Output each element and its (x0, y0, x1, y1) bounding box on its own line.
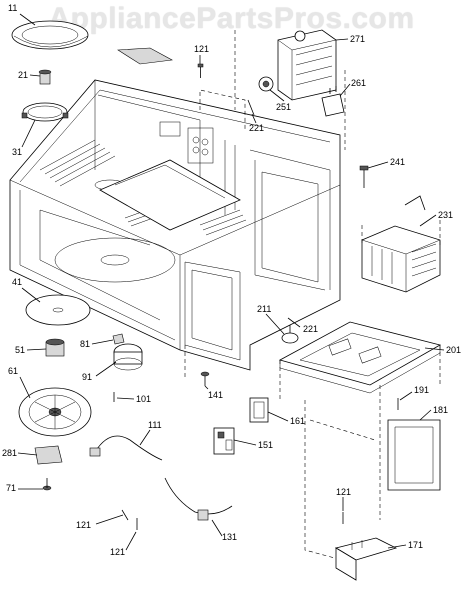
part-interlock-switch-151 (213, 427, 235, 455)
part-screw-141 (200, 371, 210, 386)
part-screw-241 (359, 165, 369, 188)
part-roller-guide (18, 387, 92, 437)
part-transformer (361, 195, 441, 293)
leader-line-31 (21, 119, 36, 148)
leader-line-171 (387, 544, 407, 549)
part-label-231: 231 (438, 210, 453, 220)
part-label-221a: 221 (249, 123, 264, 133)
leader-line-121d (125, 531, 137, 551)
part-connector-111 (89, 447, 101, 457)
part-bracket-281 (34, 445, 63, 465)
part-turntable-shaft (45, 338, 65, 357)
part-screw-221-top (247, 99, 255, 116)
leader-line-141 (204, 385, 209, 390)
leader-line-91 (95, 361, 117, 377)
part-spacer (112, 333, 125, 345)
part-label-191: 191 (414, 385, 429, 395)
part-label-91: 91 (82, 372, 92, 382)
part-label-71: 71 (6, 483, 16, 493)
leader-line-281 (17, 452, 38, 456)
part-label-31: 31 (12, 147, 22, 157)
part-label-121d: 121 (110, 547, 125, 557)
part-label-241: 241 (390, 157, 405, 167)
part-label-201: 201 (446, 345, 461, 355)
leader-line-81 (91, 339, 114, 345)
part-noise-filter (321, 86, 345, 117)
part-label-141: 141 (208, 390, 223, 400)
part-magnetron (277, 29, 337, 101)
leader-line-151 (233, 439, 257, 446)
leader-line-131 (211, 519, 223, 537)
part-turntable-plate (25, 294, 91, 326)
part-label-271: 271 (350, 34, 365, 44)
part-label-121b: 121 (76, 520, 91, 530)
part-label-181: 181 (433, 405, 448, 415)
leader-line-221a (251, 113, 257, 124)
cabinet-frame (9, 30, 346, 380)
leader-line-161 (267, 411, 289, 422)
leader-line-111 (139, 429, 151, 446)
part-screw-top (197, 63, 204, 78)
part-bracket-171 (334, 537, 398, 581)
part-interlock-switch-161 (249, 397, 269, 423)
leader-line-241 (367, 161, 389, 169)
part-label-51: 51 (15, 345, 25, 355)
leader-line-181 (419, 409, 432, 421)
part-thermal-cutout (258, 76, 274, 92)
part-label-41: 41 (12, 277, 22, 287)
part-label-261: 261 (351, 78, 366, 88)
leader-line-251 (269, 89, 285, 102)
part-wire-harness-131 (164, 477, 233, 515)
leader-line-221b (287, 317, 301, 328)
part-label-61: 61 (8, 366, 18, 376)
part-label-171: 171 (408, 540, 423, 550)
part-roller-ring (21, 102, 69, 122)
part-label-121a: 121 (194, 44, 209, 54)
leader-line-271 (335, 38, 349, 41)
part-base-plate (278, 321, 442, 400)
part-thermal-switch-211 (281, 325, 299, 344)
leader-line-191 (399, 391, 413, 401)
leader-line-21 (29, 74, 41, 77)
part-label-161: 161 (290, 416, 305, 426)
leader-line-11 (19, 13, 36, 26)
part-label-151: 151 (258, 440, 273, 450)
leader-line-201 (424, 347, 445, 351)
part-label-251: 251 (276, 102, 291, 112)
part-turntable-tray-top (11, 20, 89, 50)
part-label-121c: 121 (336, 487, 351, 497)
part-top-plate (117, 47, 173, 65)
part-screw-71 (42, 478, 52, 491)
part-label-21: 21 (18, 70, 28, 80)
leader-line-61 (19, 376, 31, 399)
part-screw-121-a (121, 509, 129, 521)
part-coupler (38, 69, 52, 85)
part-label-111: 111 (148, 420, 162, 430)
part-panel-181 (387, 419, 441, 491)
leader-line-231 (419, 214, 437, 227)
part-label-11: 11 (8, 3, 17, 13)
leader-line-51 (26, 348, 47, 351)
part-label-211: 211 (257, 304, 271, 314)
watermark: AppliancePartsPros.com (48, 2, 415, 35)
part-turntable-motor (113, 343, 143, 371)
leader-line-211 (265, 313, 285, 335)
part-connector-131 (197, 509, 209, 521)
part-label-221b: 221 (303, 324, 318, 334)
leader-line-261 (339, 83, 351, 97)
part-label-131: 131 (222, 532, 237, 542)
part-labels: 11 21 31 121 271 261 251 221 241 231 41 211 221 201 51… (2, 3, 461, 557)
part-label-101: 101 (136, 394, 151, 404)
leader-line-41 (21, 287, 41, 303)
part-wire-harness-111 (94, 435, 163, 461)
part-label-281: 281 (2, 448, 17, 458)
part-label-81: 81 (80, 339, 90, 349)
leader-line-121b (95, 514, 124, 525)
leader-line-101 (116, 397, 135, 400)
